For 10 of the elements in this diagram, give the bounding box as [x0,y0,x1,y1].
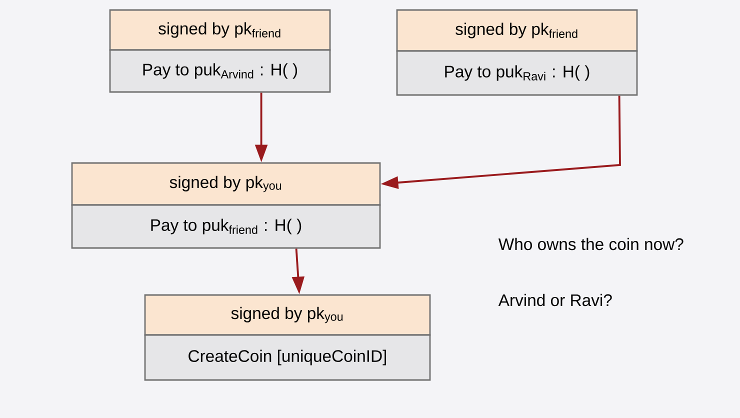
signature-row: signed by pk$_{friend}$ [396,9,638,52]
note-text: Who owns the coin now? [498,238,684,250]
signature-row: signed by pk$_{friend}$ [109,9,331,51]
payment-row: Pay to puk$_{friend}$ : H( ) [71,204,381,249]
signature-row: signed by pk$_{you}$ [71,162,381,206]
payment-row: Pay to puk$_{Arvind}$ : H( ) [109,49,331,93]
payment-row: CreateCoin [uniqueCoinID] [144,334,431,381]
note-text: Arvind or Ravi? [498,294,612,306]
signature-row: signed by pk$_{you}$ [144,294,431,336]
payment-row: Pay to puk$_{Ravi}$ : H( ) [396,50,638,96]
